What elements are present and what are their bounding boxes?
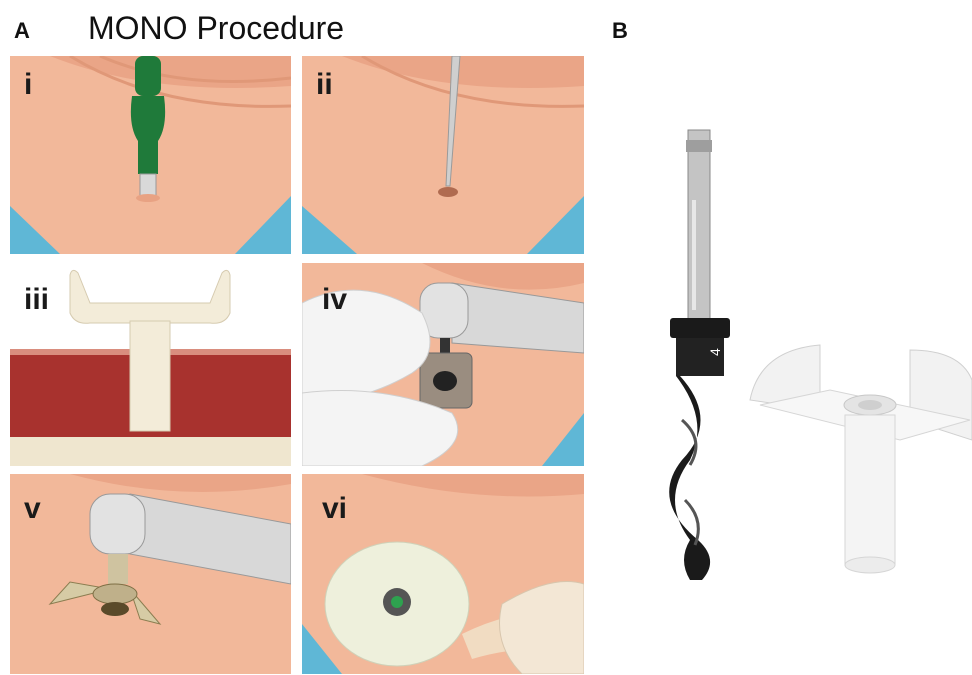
panel-iii-label: iii	[24, 283, 49, 317]
panel-ii-label: ii	[316, 68, 333, 102]
panel-vi-label: vi	[322, 492, 347, 526]
panel-ii-illustration	[302, 56, 584, 254]
panel-vi: vi	[302, 474, 584, 674]
panel-group-a-label: A	[14, 18, 30, 44]
panel-i-illustration	[10, 56, 291, 254]
panel-group-b-label: B	[612, 18, 628, 44]
panel-i-label: i	[24, 68, 32, 102]
panel-iv: iv	[302, 263, 584, 466]
panel-iii-illustration	[10, 263, 291, 466]
panel-b: 4	[620, 120, 972, 600]
panel-ii: ii	[302, 56, 584, 254]
panel-b-illustration: 4	[620, 120, 972, 600]
panel-v-illustration	[10, 474, 291, 674]
panel-v-label: v	[24, 492, 41, 526]
panel-v: v	[10, 474, 291, 674]
drill-depth-marking: 4	[707, 348, 723, 356]
figure-title: MONO Procedure	[88, 10, 344, 47]
panel-i: i	[10, 56, 291, 254]
panel-iv-label: iv	[322, 283, 347, 317]
panel-iii: iii	[10, 263, 291, 466]
